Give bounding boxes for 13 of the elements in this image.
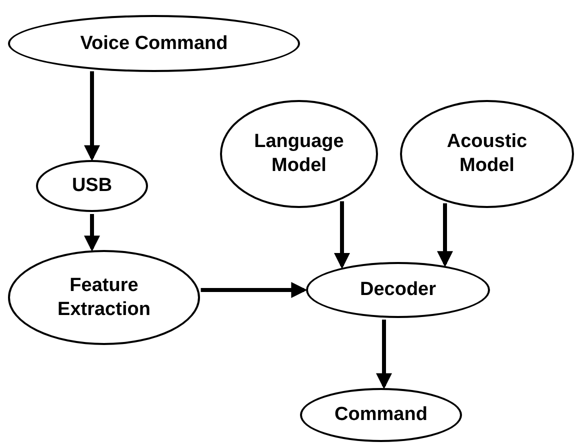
arrow — [200, 282, 308, 298]
node-label: Acoustic Model — [446, 130, 528, 178]
arrow — [376, 320, 392, 390]
node-label: Command — [334, 403, 428, 427]
node-label: USB — [70, 174, 114, 198]
node-label: Language Model — [253, 130, 345, 178]
node-label: Decoder — [358, 278, 438, 302]
arrow — [437, 203, 453, 268]
node-label: Feature Extraction — [56, 274, 152, 322]
arrow — [334, 201, 350, 269]
arrow — [84, 71, 100, 162]
arrow — [84, 214, 100, 252]
node-label: Voice Command — [79, 32, 229, 56]
